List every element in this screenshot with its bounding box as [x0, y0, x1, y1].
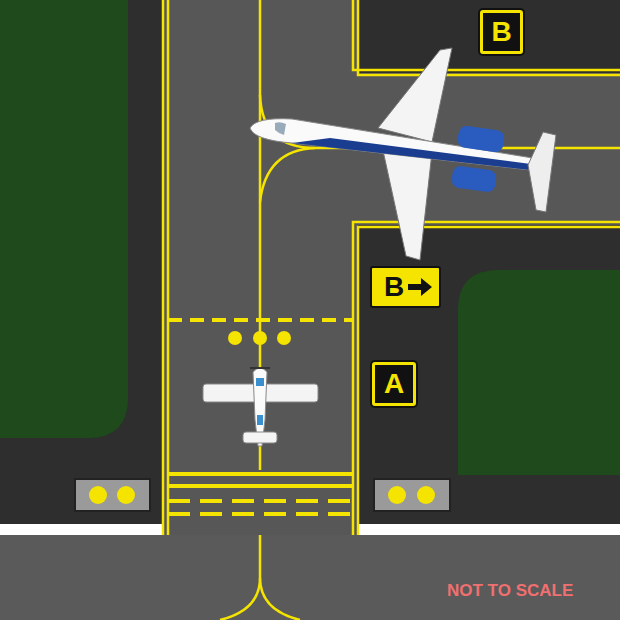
location-sign: A: [372, 362, 416, 406]
sign-letter: B: [491, 18, 511, 46]
jet-aircraft: [250, 48, 556, 260]
arrow-symbol: [407, 277, 433, 297]
sign-letter: B: [384, 273, 404, 301]
location-sign: B: [480, 10, 523, 54]
scale-note: NOT TO SCALE: [447, 581, 573, 601]
direction-sign: B: [370, 266, 441, 308]
small-aircraft: [203, 368, 318, 446]
sign-letter: A: [384, 370, 404, 398]
